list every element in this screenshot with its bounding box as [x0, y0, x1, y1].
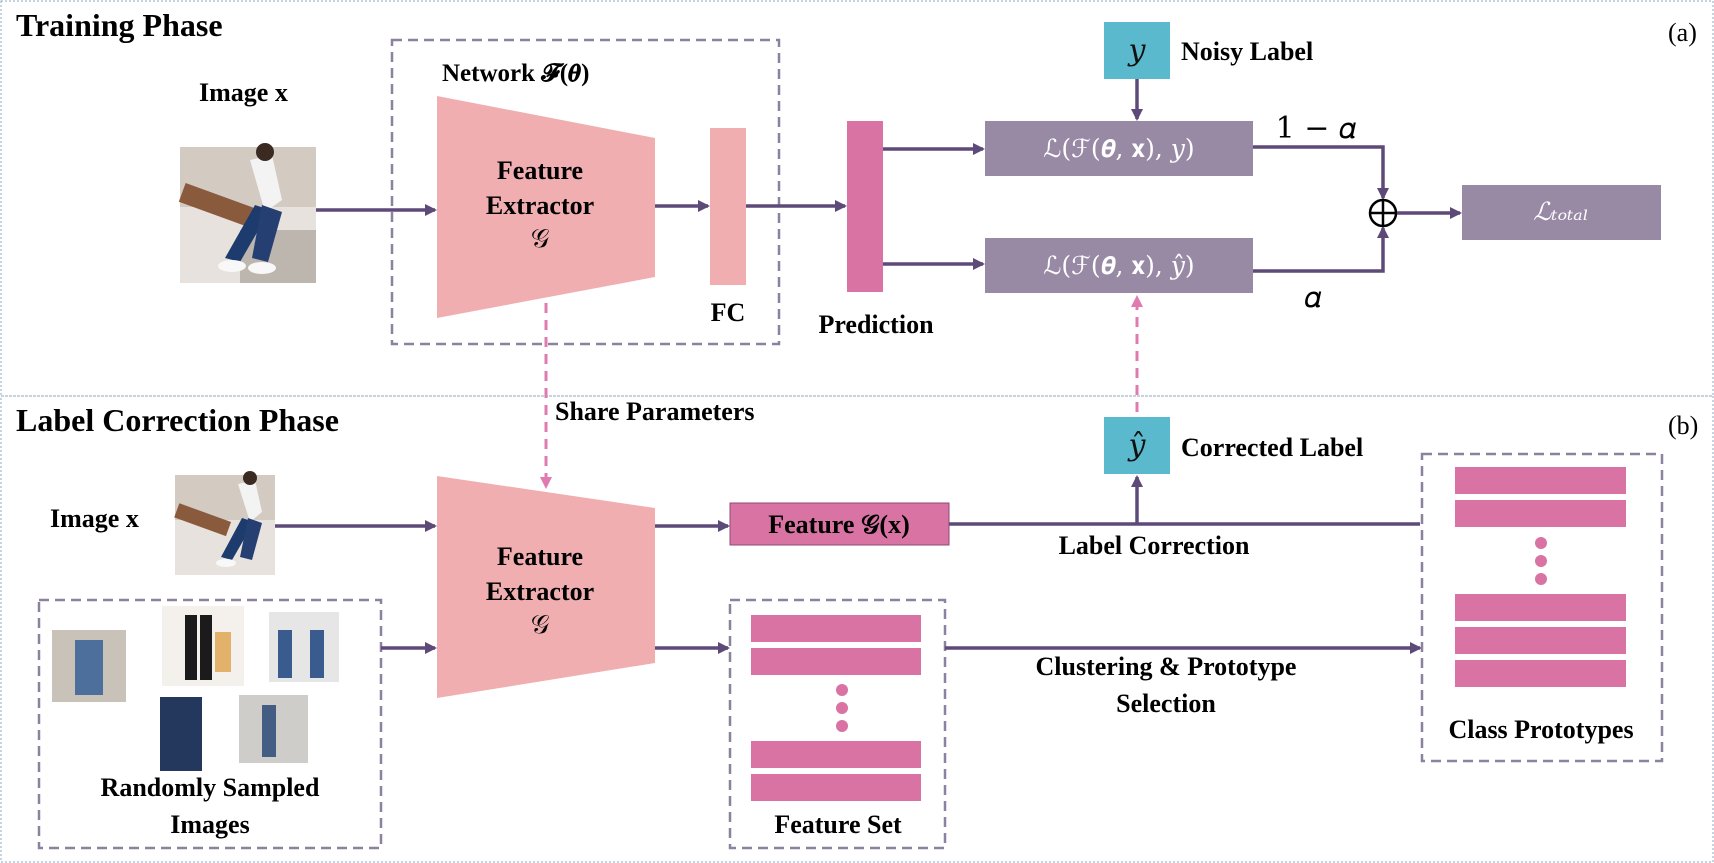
weight-noisy: 1 − 𝛼 [1276, 111, 1357, 146]
loss-noisy-box [985, 121, 1253, 176]
image-x-label: Image x [199, 78, 288, 107]
input-image-photo-b [174, 471, 275, 575]
correction-phase-title: Label Correction Phase [16, 402, 339, 438]
loss-noisy-formula: ℒ(ℱ(𝜽, 𝐱), 𝑦) [1043, 134, 1194, 163]
feature-gx-box [729, 502, 950, 546]
corrected-label-box [1104, 417, 1170, 474]
feature-set-rows [751, 615, 921, 801]
training-phase-title: Training Phase [16, 7, 223, 43]
label-correction-label: Label Correction [1059, 531, 1250, 560]
network-box [390, 38, 781, 346]
share-parameters-label: Share Parameters [555, 397, 755, 426]
feature-set-label: Feature Set [774, 810, 902, 839]
panel-b-border [0, 395, 1714, 863]
fe-b-line1: Feature [497, 542, 583, 571]
panel-a-tag: (a) [1668, 18, 1697, 47]
noisy-label-text: Noisy Label [1181, 37, 1313, 66]
fe-b-line2: Extractor [486, 577, 594, 606]
class-prototypes-label: Class Prototypes [1448, 715, 1633, 744]
feature-set-box [728, 598, 947, 850]
fc-label: FC [711, 298, 746, 327]
fe-a-line2: Extractor [486, 191, 594, 220]
random-images-line2: Images [170, 810, 249, 839]
total-loss-label: ℒₜₒₜₐₗ [1533, 197, 1588, 226]
arrow-loss-corrected-to-sum [1253, 226, 1389, 273]
loss-corrected-formula: ℒ(ℱ(𝜽, 𝐱), 𝑦̂) [1043, 251, 1194, 280]
class-prototype-rows [1455, 467, 1626, 687]
panel-b-tag: (b) [1668, 411, 1698, 440]
panel-a-border [0, 0, 1714, 397]
random-image-thumbnails [52, 606, 339, 771]
fe-b-symbol: 𝒢 [531, 610, 550, 640]
fe-a-line1: Feature [497, 156, 583, 185]
noisy-label-symbol: 𝑦 [1127, 33, 1147, 68]
clustering-line2: Selection [1116, 689, 1216, 718]
weight-corrected: 𝛼 [1304, 280, 1321, 315]
clustering-line1: Clustering & Prototype [1036, 652, 1297, 681]
feature-extractor-a [437, 96, 655, 318]
class-prototypes-box [1420, 452, 1664, 763]
feature-extractor-b [437, 476, 655, 698]
prediction-label: Prediction [818, 310, 934, 339]
arrow-loss-noisy-to-sum [1253, 145, 1389, 200]
input-image-photo [178, 143, 316, 283]
random-images-line1: Randomly Sampled [101, 773, 320, 802]
random-images-box [37, 598, 383, 850]
prediction-bar [847, 121, 883, 292]
fe-a-symbol: 𝒢 [531, 224, 550, 254]
total-loss-box [1462, 185, 1661, 240]
corrected-label-symbol: 𝑦̂ [1127, 428, 1147, 463]
image-x-label-b: Image x [50, 504, 139, 533]
sum-operator [1368, 198, 1398, 228]
noisy-label-box [1104, 22, 1170, 79]
network-label: Network 𝓕(𝜽) [442, 60, 590, 87]
fc-layer [710, 128, 746, 285]
feature-gx-label: Feature 𝒢(x) [768, 510, 909, 539]
loss-corrected-box [985, 238, 1253, 293]
corrected-label-text: Corrected Label [1181, 433, 1363, 462]
